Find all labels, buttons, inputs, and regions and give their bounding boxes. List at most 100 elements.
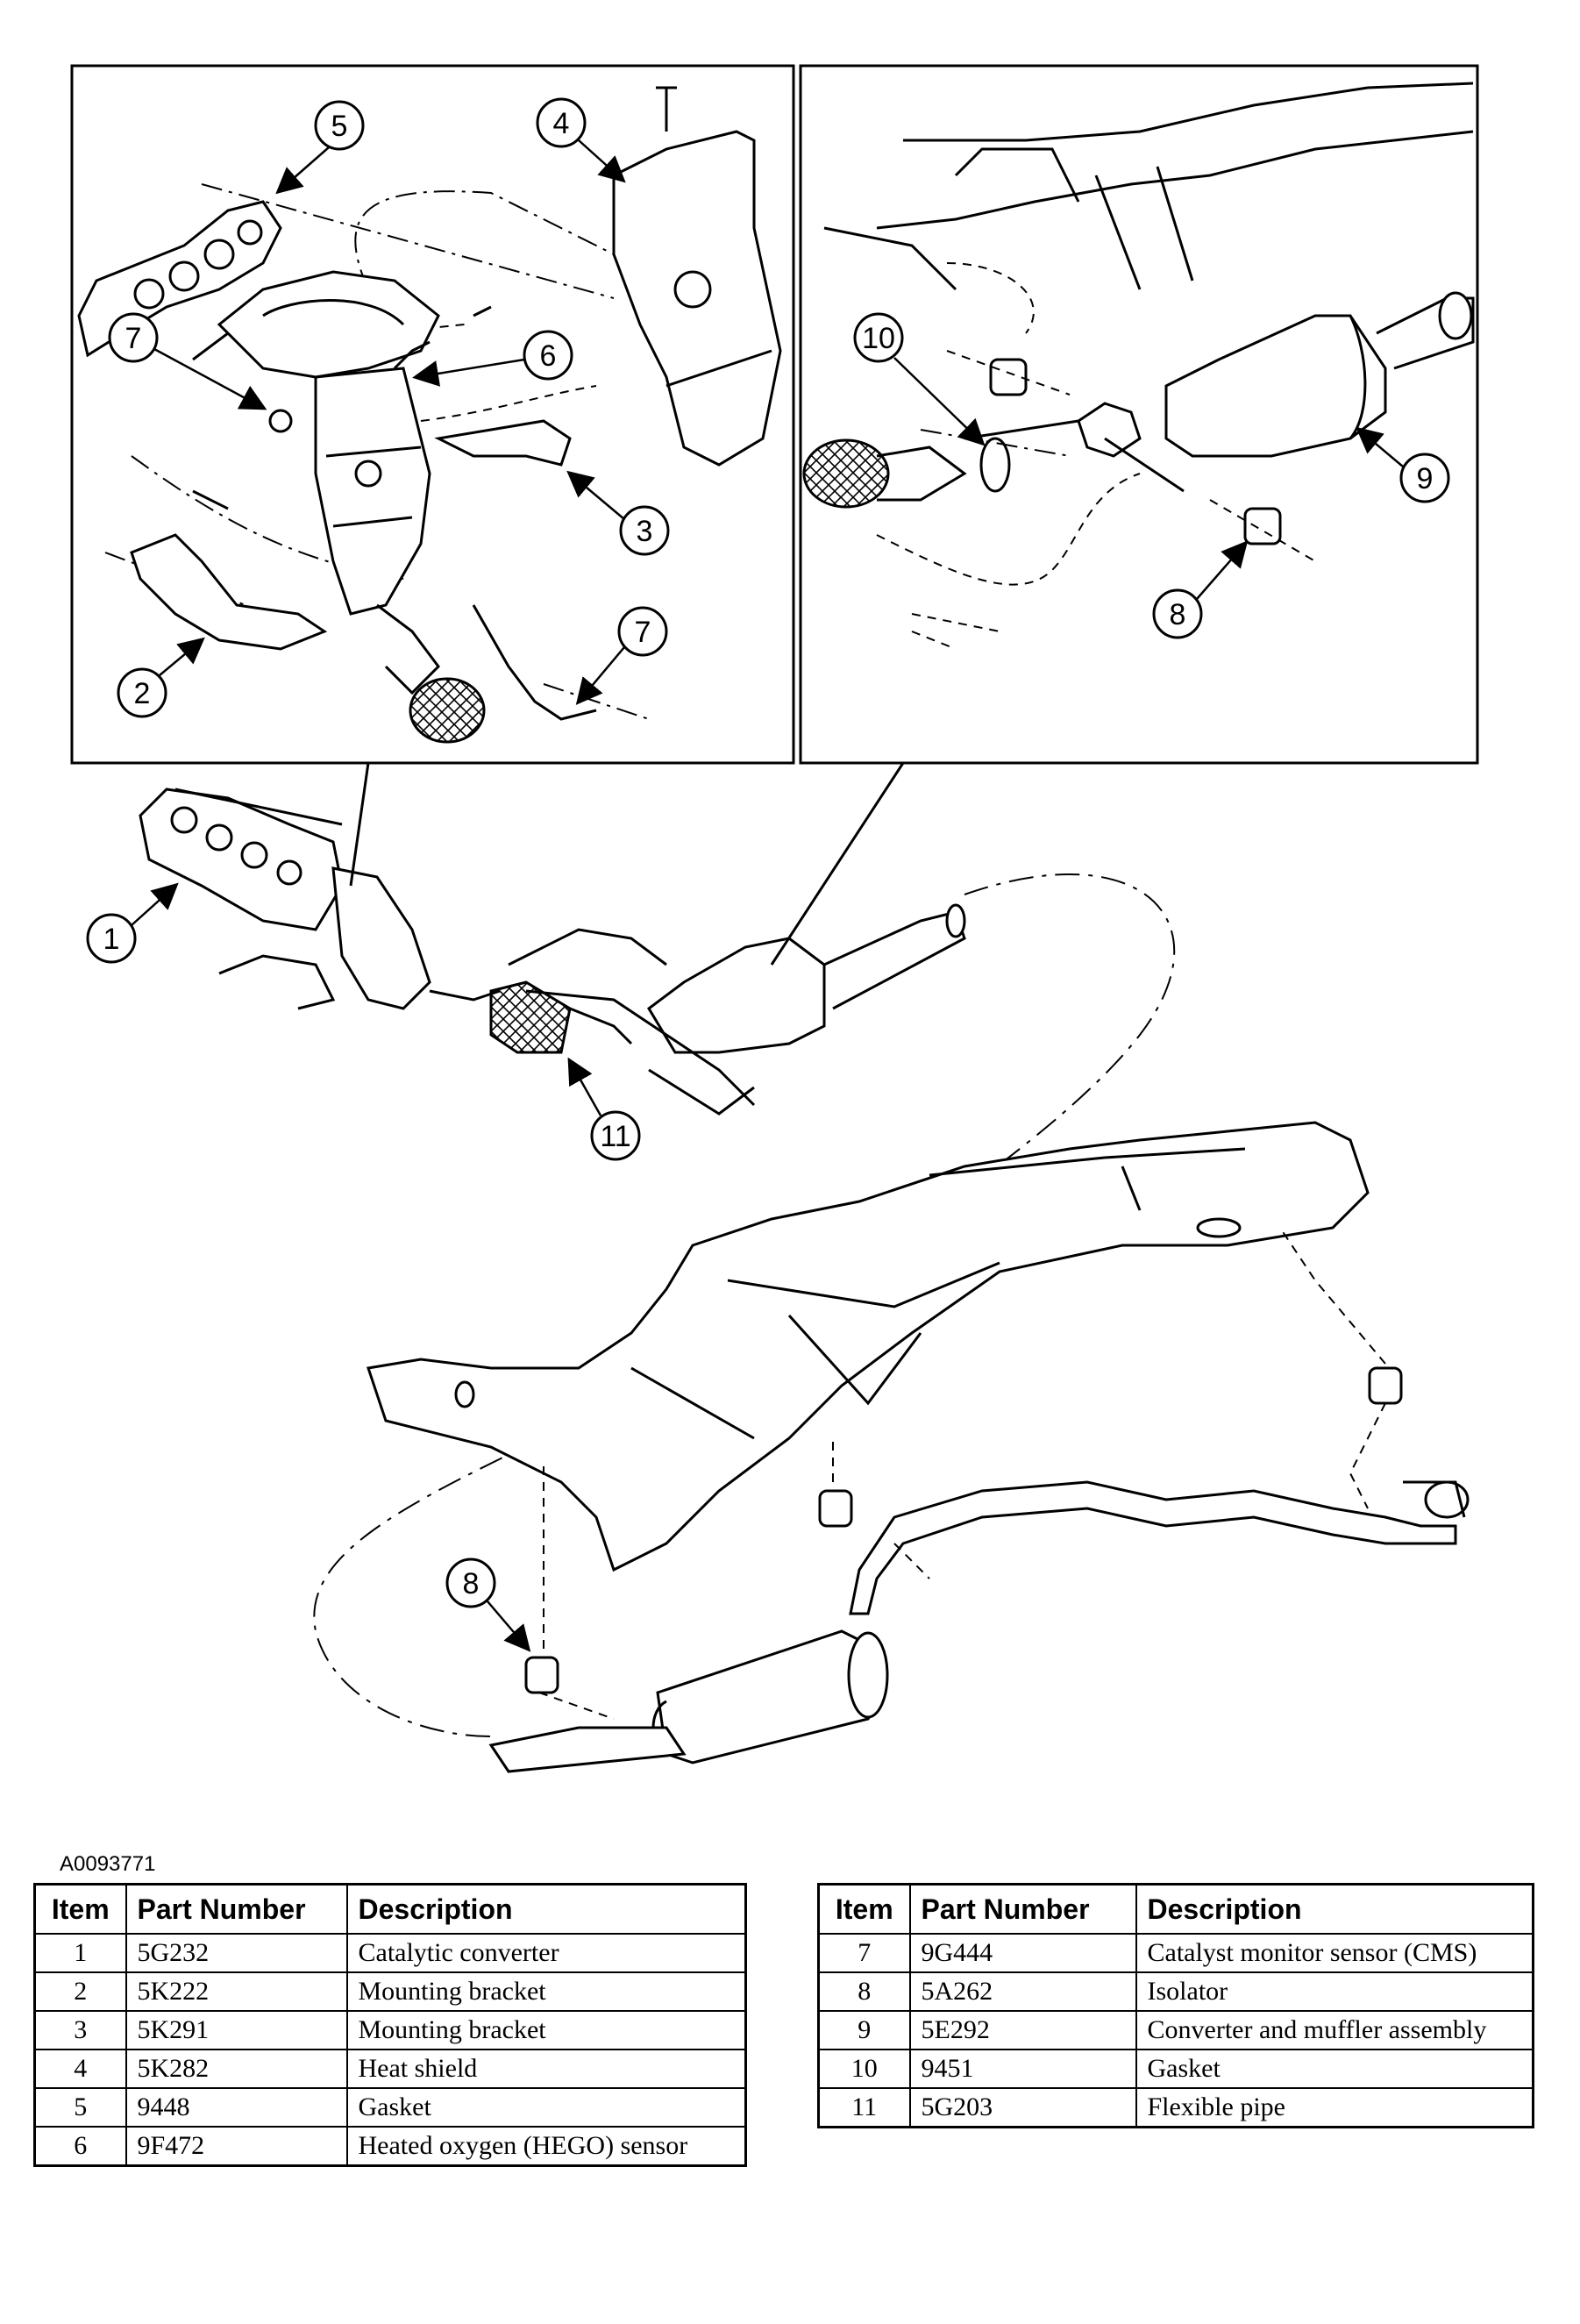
cell-part-number: 5A262 [908, 1971, 1137, 2012]
main-assembly-drawing [139, 762, 1470, 1773]
cell-description: Converter and muffler assembly [1135, 2010, 1534, 2050]
callout-11: 11 [567, 1057, 641, 1161]
cell-part-number: 5K291 [125, 2010, 348, 2050]
svg-text:8: 8 [463, 1567, 480, 1600]
cell-description: Flexible pipe [1135, 2087, 1534, 2128]
mounting-bracket-part [434, 419, 572, 467]
callout-7: 7 [108, 312, 267, 410]
cell-part-number: 9448 [125, 2087, 348, 2128]
inset-frame-left [70, 64, 795, 765]
column-header-part-number: Part Number [125, 1883, 348, 1935]
svg-text:1: 1 [103, 923, 120, 956]
cell-part-number: 5E292 [908, 2010, 1137, 2050]
cell-part-number: 5K222 [125, 1971, 348, 2012]
cell-description: Heat shield [345, 2049, 747, 2089]
cell-description: Catalyst monitor sensor (CMS) [1135, 1933, 1534, 1973]
converter-muffler-part [647, 937, 826, 1054]
svg-text:4: 4 [553, 107, 570, 140]
cell-item: 10 [817, 2049, 911, 2089]
heat-shield-part [612, 130, 782, 467]
cell-item: 2 [33, 1971, 127, 2012]
rear-exhaust-pipe [849, 1480, 1457, 1615]
vehicle-frame [367, 1121, 1370, 1572]
cell-description: Isolator [1135, 1971, 1534, 2012]
converter-muffler-part [1164, 314, 1387, 458]
svg-text:2: 2 [134, 677, 151, 710]
column-header-description: Description [1135, 1883, 1534, 1935]
cell-item: 7 [817, 1933, 911, 1973]
exhaust-manifold [139, 788, 344, 931]
callout-8: 8 [445, 1558, 531, 1652]
cell-item: 5 [33, 2087, 127, 2128]
cell-item: 8 [817, 1971, 911, 2012]
callout-5: 5 [275, 100, 365, 195]
catalytic-converter-body [314, 367, 431, 616]
cell-item: 3 [33, 2010, 127, 2050]
cell-part-number: 5G232 [125, 1933, 348, 1973]
cell-description: Mounting bracket [345, 2010, 747, 2050]
cell-item: 11 [817, 2087, 911, 2128]
cell-part-number: 5K282 [125, 2049, 348, 2089]
svg-text:7: 7 [125, 322, 142, 355]
cell-description: Mounting bracket [345, 1971, 747, 2012]
cell-part-number: 9451 [908, 2049, 1137, 2089]
callout-10: 10 [853, 312, 986, 446]
column-header-item: Item [33, 1883, 127, 1935]
figure-id: A0093771 [60, 1852, 156, 1876]
column-header-description: Description [345, 1883, 747, 1935]
flex-pipe-mesh [489, 980, 572, 1054]
callout-4: 4 [536, 97, 626, 183]
cell-description: Heated oxygen (HEGO) sensor [345, 2126, 747, 2167]
cell-item: 9 [817, 2010, 911, 2050]
svg-text:10: 10 [862, 322, 895, 355]
table-header-row: Item Part Number Description [817, 1883, 1534, 1935]
flex-pipe-mesh [802, 438, 890, 509]
svg-text:9: 9 [1417, 462, 1434, 495]
right-inset-drawing [802, 82, 1475, 650]
table-header-row: Item Part Number Description [33, 1883, 747, 1935]
cell-part-number: 5G203 [908, 2087, 1137, 2128]
cell-item: 6 [33, 2126, 127, 2167]
cell-item: 4 [33, 2049, 127, 2089]
left-inset-drawing [77, 86, 782, 744]
callout-2: 2 [117, 637, 205, 718]
exhaust-manifold [217, 270, 440, 379]
cell-part-number: 9F472 [125, 2126, 348, 2167]
svg-text:3: 3 [637, 515, 653, 548]
cell-part-number: 9G444 [908, 1933, 1137, 1973]
callout-7: 7 [575, 606, 668, 705]
callout-6: 6 [412, 330, 573, 387]
cell-description: Catalytic converter [345, 1933, 747, 1973]
inset-frame-right [799, 64, 1479, 765]
callout-1: 1 [86, 882, 179, 964]
svg-text:11: 11 [600, 1120, 630, 1153]
column-header-part-number: Part Number [908, 1883, 1137, 1935]
column-header-item: Item [817, 1883, 911, 1935]
svg-text:8: 8 [1170, 598, 1186, 631]
callout-9: 9 [1356, 426, 1450, 503]
cell-description: Gasket [345, 2087, 747, 2128]
svg-text:6: 6 [540, 339, 557, 373]
cell-item: 1 [33, 1933, 127, 1973]
exhaust-system-diagram: 5 4 7 6 3 2 7 10 9 8 [70, 64, 1479, 1773]
flex-pipe-mesh [409, 677, 486, 744]
svg-text:7: 7 [635, 616, 651, 649]
mounting-bracket-part [130, 533, 328, 651]
catalytic-converter-body [331, 866, 431, 1010]
svg-text:5: 5 [331, 110, 348, 143]
callout-3: 3 [566, 470, 670, 556]
callout-8: 8 [1152, 540, 1249, 639]
